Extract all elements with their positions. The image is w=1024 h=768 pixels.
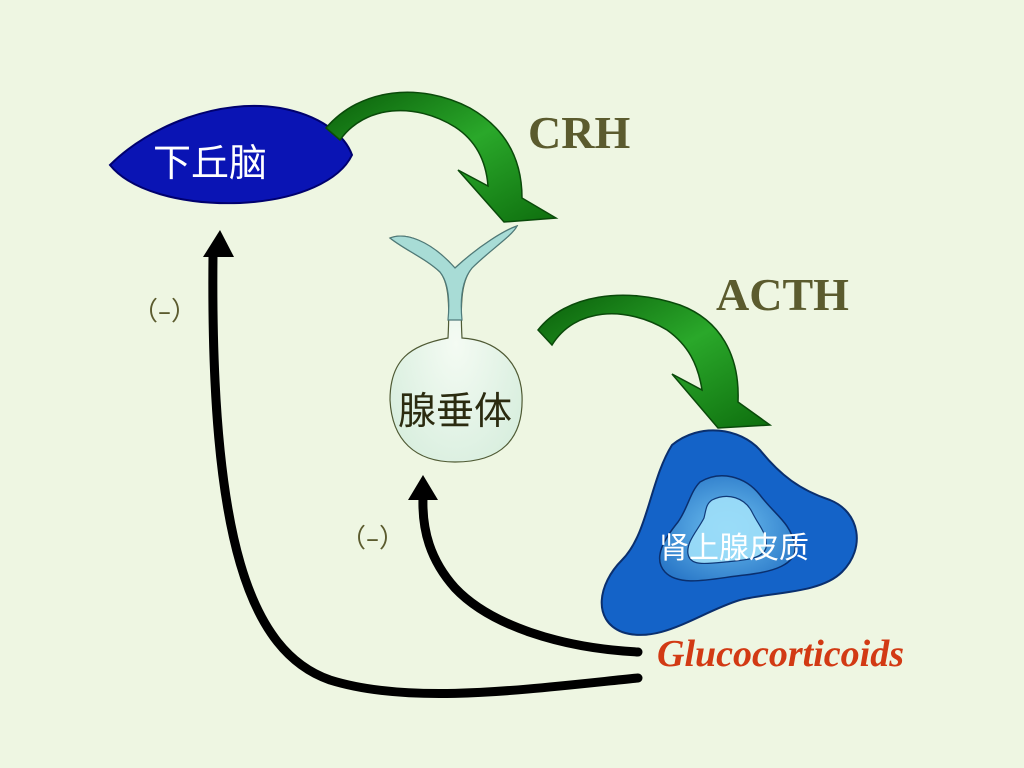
acth-label: ACTH	[716, 269, 849, 320]
hypothalamus-label: 下丘脑	[153, 141, 268, 185]
hypothalamus-shape	[108, 104, 354, 205]
acth-arrow	[537, 294, 773, 429]
negative-feedback-hypothalamus-label: （–）	[132, 297, 198, 327]
pituitary-stalk	[388, 224, 519, 321]
adrenal-medulla-core	[687, 495, 767, 565]
negative-feedback-pituitary-label: （–）	[340, 524, 406, 554]
feedback-arrow-pituitary	[418, 493, 643, 657]
feedback-arrowhead-hypothalamus	[203, 230, 234, 257]
pituitary-label: 腺垂体	[398, 389, 513, 433]
adrenal-cortex-label: 肾上腺皮质	[659, 531, 809, 566]
glucocorticoids-label: Glucocorticoids	[657, 633, 904, 675]
feedback-arrowhead-pituitary	[408, 475, 438, 500]
feedback-arrow-hypothalamus	[208, 250, 643, 699]
crh-label: CRH	[528, 107, 631, 158]
crh-arrow	[324, 91, 559, 223]
